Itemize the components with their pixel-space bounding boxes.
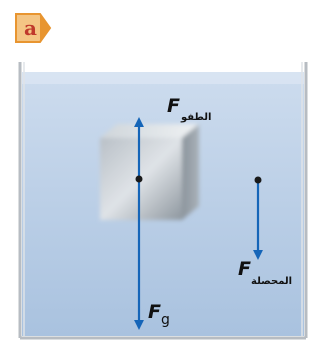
gravity-force-label: F g	[148, 301, 170, 328]
buoyant-force-subscript: الطفو	[180, 112, 211, 123]
gravity-force-symbol: F	[148, 301, 161, 323]
water-surface-band	[22, 72, 304, 84]
net-force-symbol: F	[238, 258, 251, 280]
panel-label-badge: a	[15, 13, 52, 43]
force-arrows	[134, 117, 263, 330]
panel-label: a	[24, 16, 37, 40]
net-force-origin-dot	[254, 176, 262, 184]
gravity-force-subscript: g	[161, 312, 170, 328]
submerged-cube	[100, 124, 199, 220]
cube-top-face	[100, 124, 199, 138]
cube-side-face	[182, 124, 199, 220]
net-force-label: F المحصلة	[238, 258, 292, 287]
badge-arrow-tip	[40, 14, 50, 42]
buoyant-force-label: F الطفو	[167, 95, 211, 123]
buoyant-force-symbol: F	[167, 95, 180, 117]
cube-center-dot	[135, 175, 143, 183]
net-force-subscript: المحصلة	[251, 276, 292, 287]
